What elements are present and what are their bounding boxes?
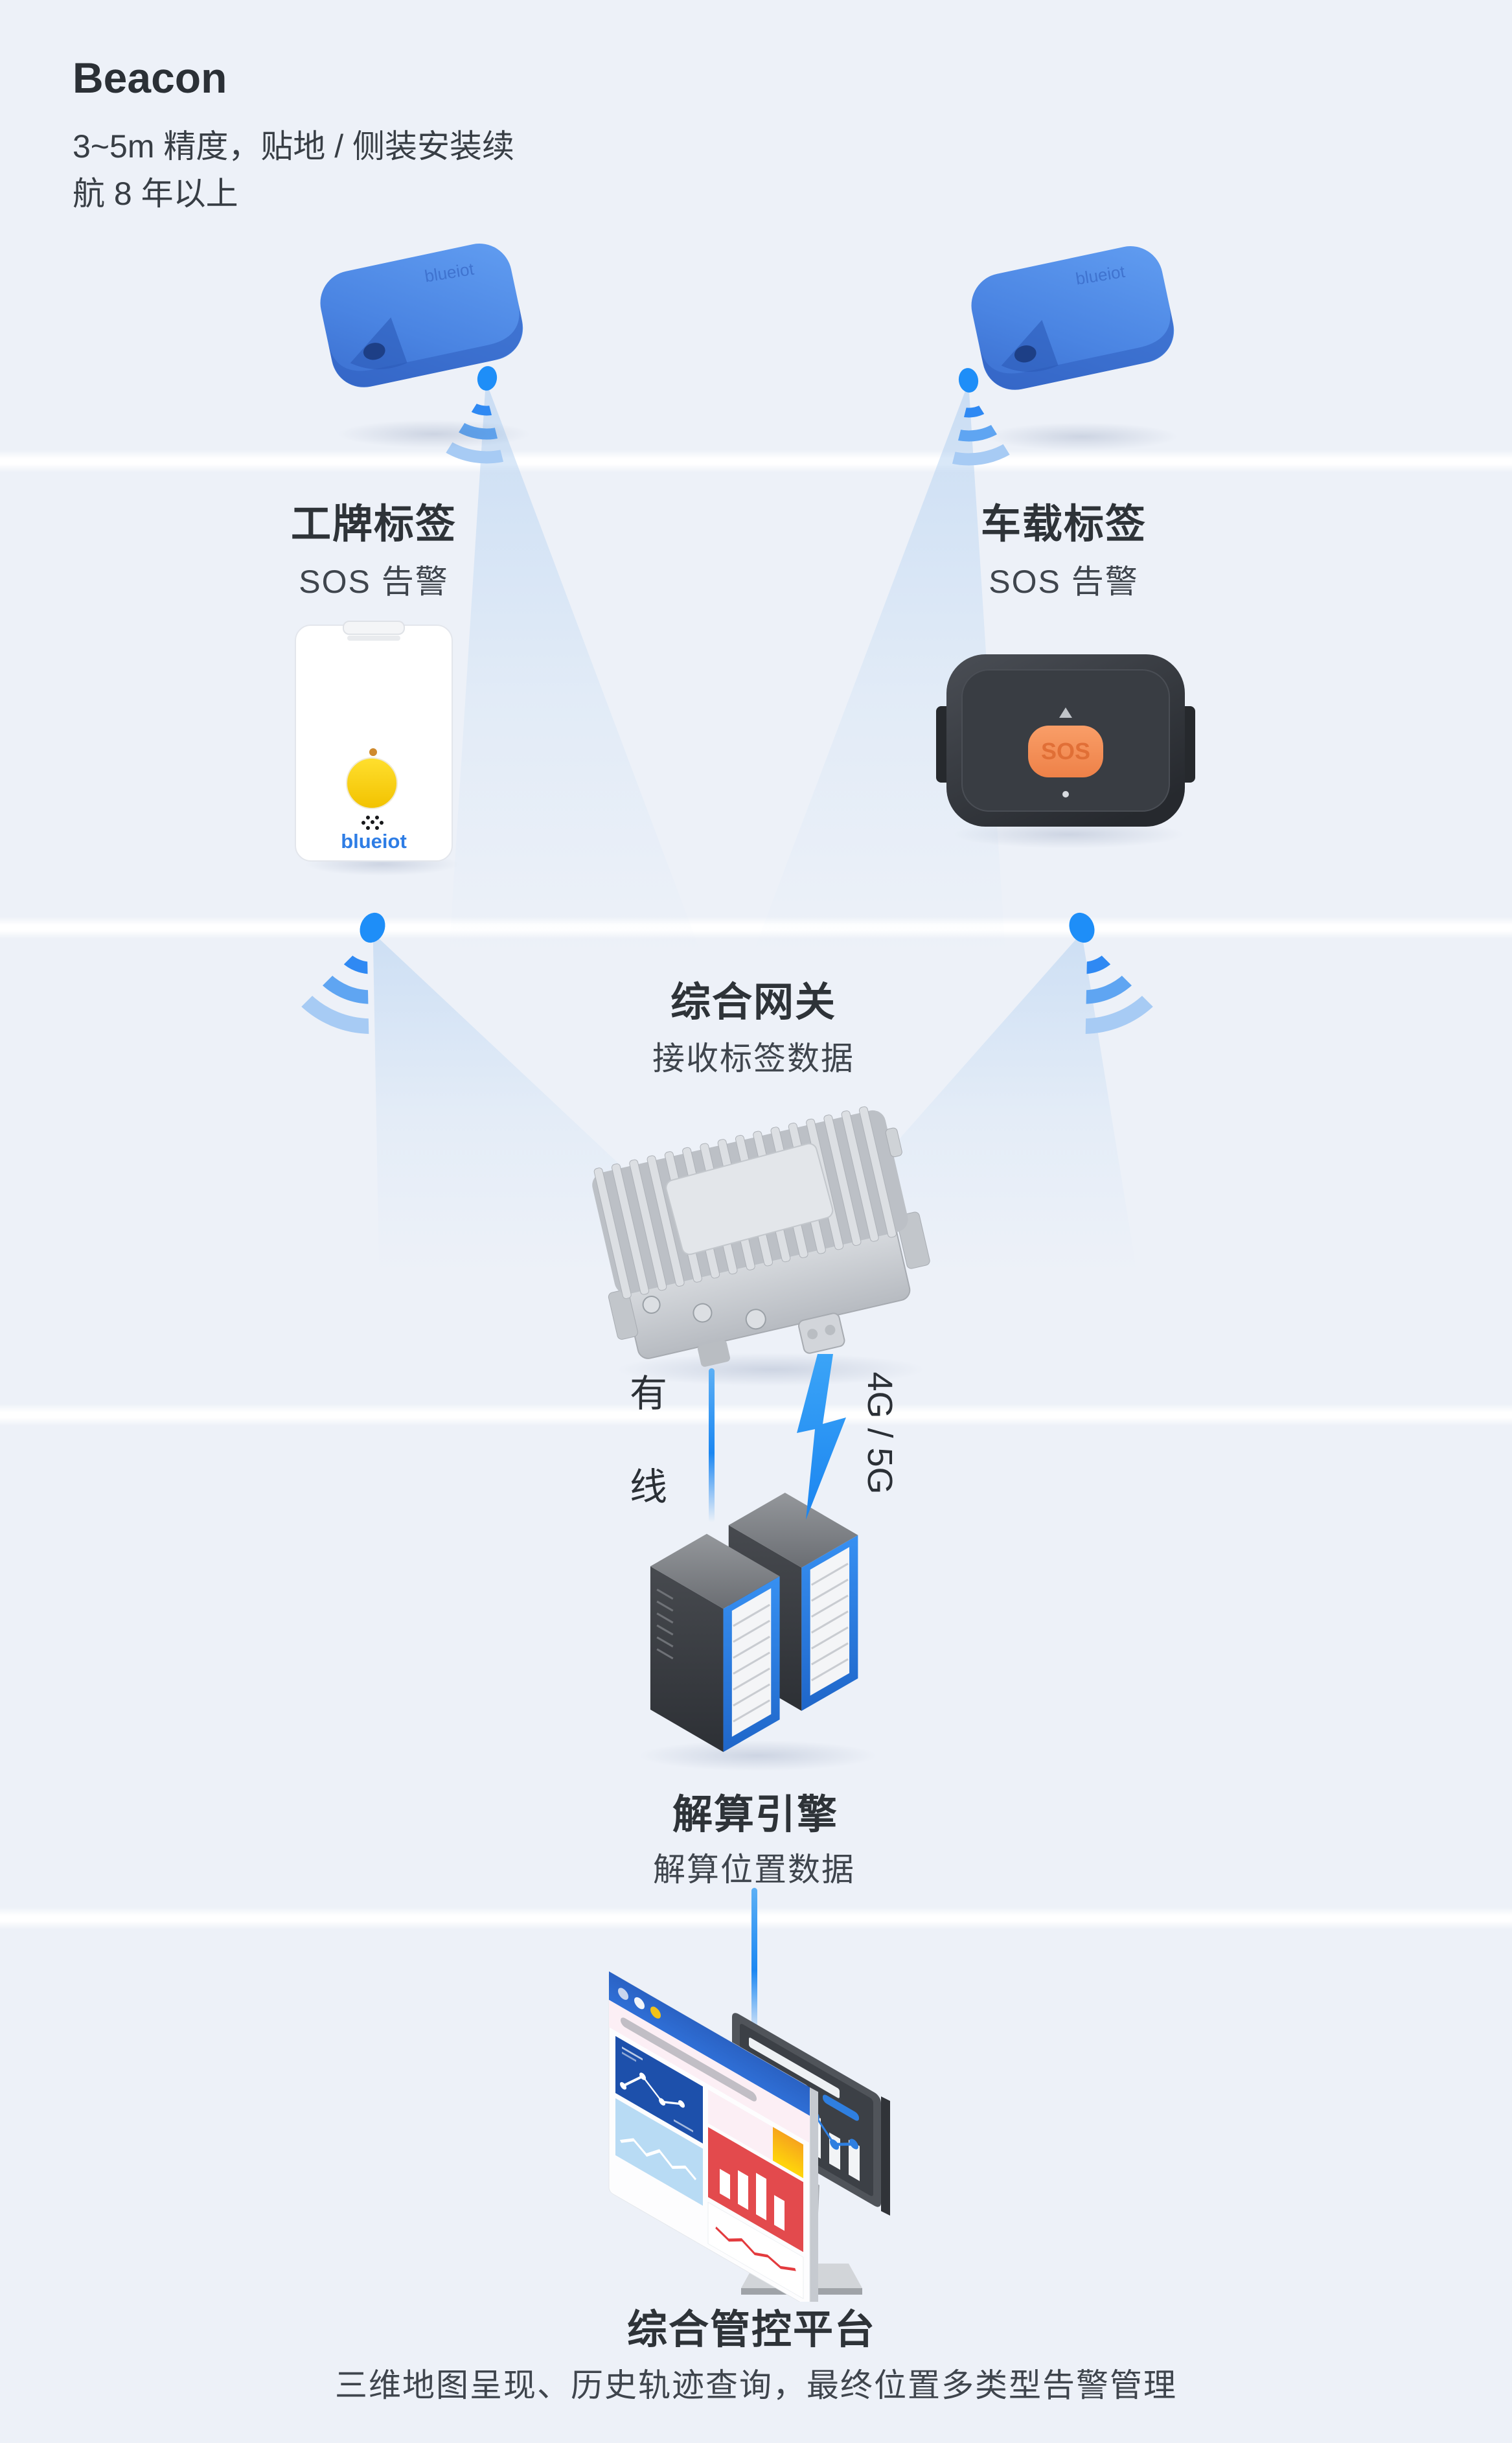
page-subtitle: 3~5m 精度，贴地 / 侧装安装续 航 8 年以上 bbox=[73, 123, 514, 218]
platform-title: 综合管控平台 bbox=[626, 2308, 876, 2352]
beacon-right-shadow bbox=[985, 422, 1179, 451]
gateway-shadow bbox=[615, 1353, 926, 1386]
page-subtitle-line2: 航 8 年以上 bbox=[73, 176, 238, 212]
server-tower-front bbox=[650, 1533, 780, 1752]
section-divider-3 bbox=[0, 1404, 1512, 1426]
browser-trend-chart bbox=[707, 2201, 804, 2299]
engine-servers-image bbox=[622, 1490, 878, 1772]
vehicle-tag-title: 车载标签 bbox=[980, 502, 1147, 547]
badge-speaker-holes bbox=[361, 816, 384, 830]
beacon-left-shadow bbox=[337, 420, 531, 448]
vehicle-sos-button-label: SOS bbox=[1041, 738, 1090, 764]
gateway-title: 综合网关 bbox=[670, 980, 836, 1025]
vehicle-wifi-icon bbox=[992, 877, 1248, 1169]
gateway-screws bbox=[642, 1295, 766, 1330]
browser-dot-3 bbox=[650, 2006, 661, 2019]
section-divider-1 bbox=[0, 450, 1512, 472]
section-divider-2 bbox=[0, 917, 1512, 939]
page-title: Beacon bbox=[73, 54, 227, 102]
platform-subtitle: 三维地图呈现、历史轨迹查询，最终位置多类型告警管理 bbox=[335, 2367, 1177, 2403]
browser-lightblue-chart bbox=[615, 2098, 703, 2206]
platform-image bbox=[593, 1949, 943, 2313]
wireless-label: 4G / 5G bbox=[860, 1371, 899, 1495]
wired-label-top: 有 bbox=[630, 1373, 668, 1415]
gateway-subtitle: 接收标签数据 bbox=[652, 1040, 854, 1077]
beacon-right-image: blueiot bbox=[959, 241, 1186, 393]
servers-shadow bbox=[638, 1740, 878, 1771]
page-subtitle-line1: 3~5m 精度，贴地 / 侧装安装续 bbox=[73, 128, 515, 165]
badge-tag-subtitle: SOS 告警 bbox=[299, 564, 449, 600]
lightning-bolt-icon bbox=[792, 1354, 856, 1527]
browser-navy-chart bbox=[615, 2036, 703, 2144]
vehicle-tag-image: SOS bbox=[936, 649, 1195, 840]
badge-tag-image: blueiot bbox=[293, 620, 455, 869]
beacon-right-wifi-icon bbox=[896, 354, 1067, 568]
engine-platform-connector-line bbox=[751, 1888, 757, 2038]
browser-red-chart bbox=[708, 2127, 803, 2253]
vehicle-tag-subtitle: SOS 告警 bbox=[989, 564, 1139, 600]
browser-orange-tile bbox=[773, 2127, 803, 2179]
wired-connector-line bbox=[709, 1368, 715, 1522]
badge-brand-text: blueiot bbox=[341, 830, 407, 853]
wired-label-bottom: 线 bbox=[630, 1466, 668, 1508]
engine-title: 解算引擎 bbox=[672, 1793, 838, 1837]
badge-tag-title: 工牌标签 bbox=[290, 502, 457, 547]
beacon-left-wifi-icon bbox=[389, 352, 560, 566]
beacon-left-image: blueiot bbox=[308, 238, 534, 391]
gateway-image bbox=[577, 1083, 952, 1391]
engine-subtitle: 解算位置数据 bbox=[653, 1852, 855, 1888]
browser-window bbox=[608, 1971, 810, 2307]
badge-wifi-icon bbox=[206, 877, 462, 1169]
